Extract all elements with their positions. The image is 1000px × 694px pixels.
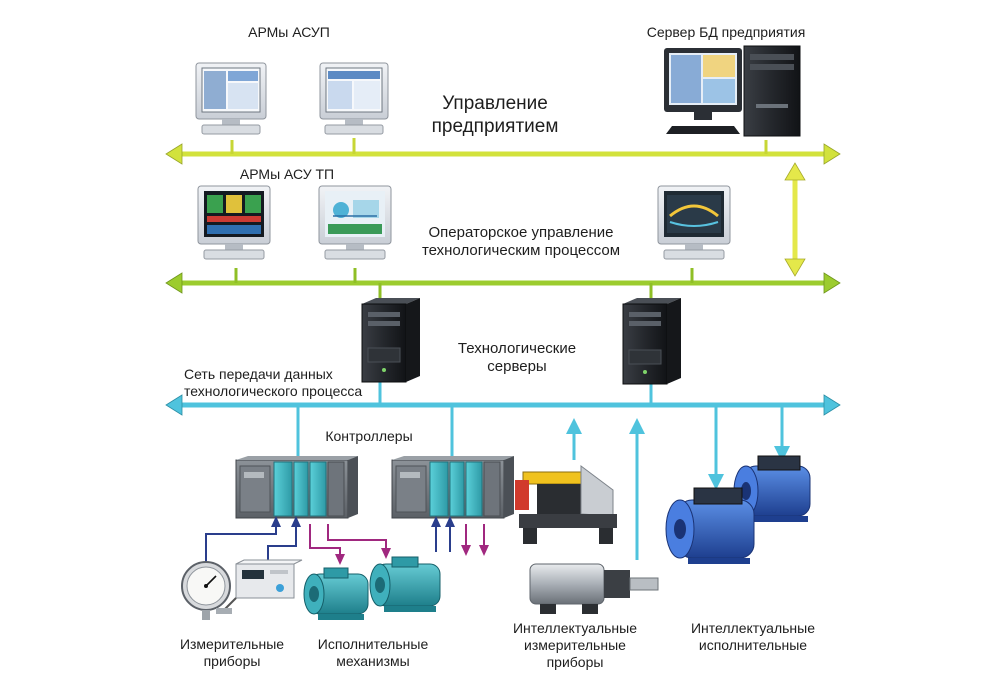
- operator-bus: [165, 272, 841, 294]
- operator-control-label: Операторское управление технологическим …: [398, 224, 644, 261]
- tech-servers-line-2: серверы: [487, 358, 547, 376]
- operator-drops: [234, 268, 694, 300]
- workstation-icon: [197, 185, 271, 260]
- sensor-arrowheads: [271, 516, 301, 527]
- network-line-2: технологического процесса: [184, 383, 363, 400]
- tower-server-icon: [361, 298, 420, 383]
- tech-servers-label: Технологические серверы: [432, 340, 602, 377]
- exec-line-2: механизмы: [336, 653, 410, 670]
- operator-line-2: технологическим процессом: [421, 242, 621, 260]
- arm-asup-label: АРМы АСУП: [248, 24, 330, 40]
- smart-exec-line-2: исполнительные: [698, 637, 808, 654]
- measuring-devices-label: Измерительные приборы: [170, 636, 294, 670]
- plc-controller-icon: [235, 456, 358, 519]
- press-icon: [515, 465, 617, 544]
- tower-server-icon: [622, 298, 681, 385]
- workstation-icon: [195, 62, 267, 135]
- actuator-arrowheads: [335, 548, 391, 565]
- operator-line-1: Операторское управление: [428, 224, 614, 241]
- controller2-io-arrows: [431, 516, 489, 556]
- exec-line-1: Исполнительные: [317, 636, 429, 652]
- enterprise-bus: [165, 143, 841, 165]
- process-drops: [296, 380, 653, 462]
- bus-link-arrow: [784, 162, 806, 277]
- network-line-1: Сеть передачи данных: [184, 366, 333, 382]
- workstation-icon: [319, 62, 389, 135]
- process-network-bus: [165, 394, 841, 416]
- meas-line-1: Измерительные: [179, 636, 285, 652]
- db-server-label: Сервер БД предприятия: [646, 24, 806, 40]
- db-server-icon: [664, 45, 801, 137]
- motor-icon: [733, 455, 811, 522]
- smart-meas-line-3: приборы: [546, 654, 604, 671]
- enterprise-drops: [230, 138, 768, 154]
- motor-icon: [303, 567, 369, 620]
- actuator-signal-lines: [309, 524, 387, 556]
- servo-icon: [529, 563, 659, 614]
- motor-icon: [665, 487, 755, 564]
- smart-measuring-label: Интеллектуальные измерительные приборы: [500, 620, 650, 671]
- smart-actuator-links: [708, 405, 790, 490]
- smart-meas-line-1: Интеллектуальные: [512, 620, 638, 636]
- smart-exec-line-1: Интеллектуальные: [690, 620, 816, 636]
- smart-measuring-links: [566, 418, 645, 560]
- measuring-unit-icon: [216, 559, 303, 614]
- network-label: Сеть передачи данных технологического пр…: [184, 366, 384, 400]
- enterprise-mgmt-line-2: предприятием: [431, 116, 559, 138]
- enterprise-mgmt-line-1: Управление: [442, 93, 548, 114]
- smart-meas-line-2: измерительные: [524, 637, 626, 654]
- arm-asutp-label: АРМы АСУ ТП: [239, 166, 335, 182]
- enterprise-mgmt-label: Управление предприятием: [410, 92, 580, 138]
- smart-actuators-label: Интеллектуальные исполнительные: [678, 620, 828, 654]
- workstation-icon: [657, 185, 731, 260]
- motor-icon: [369, 556, 441, 612]
- tech-servers-line-1: Технологические: [457, 340, 577, 357]
- meas-line-2: приборы: [203, 653, 261, 670]
- actuators-label: Исполнительные механизмы: [306, 636, 440, 670]
- gauge-icon: [181, 561, 231, 620]
- sensor-signal-lines: [205, 526, 297, 566]
- workstation-icon: [318, 185, 392, 260]
- controllers-label: Контроллеры: [325, 428, 413, 444]
- plc-controller-icon: [391, 456, 514, 519]
